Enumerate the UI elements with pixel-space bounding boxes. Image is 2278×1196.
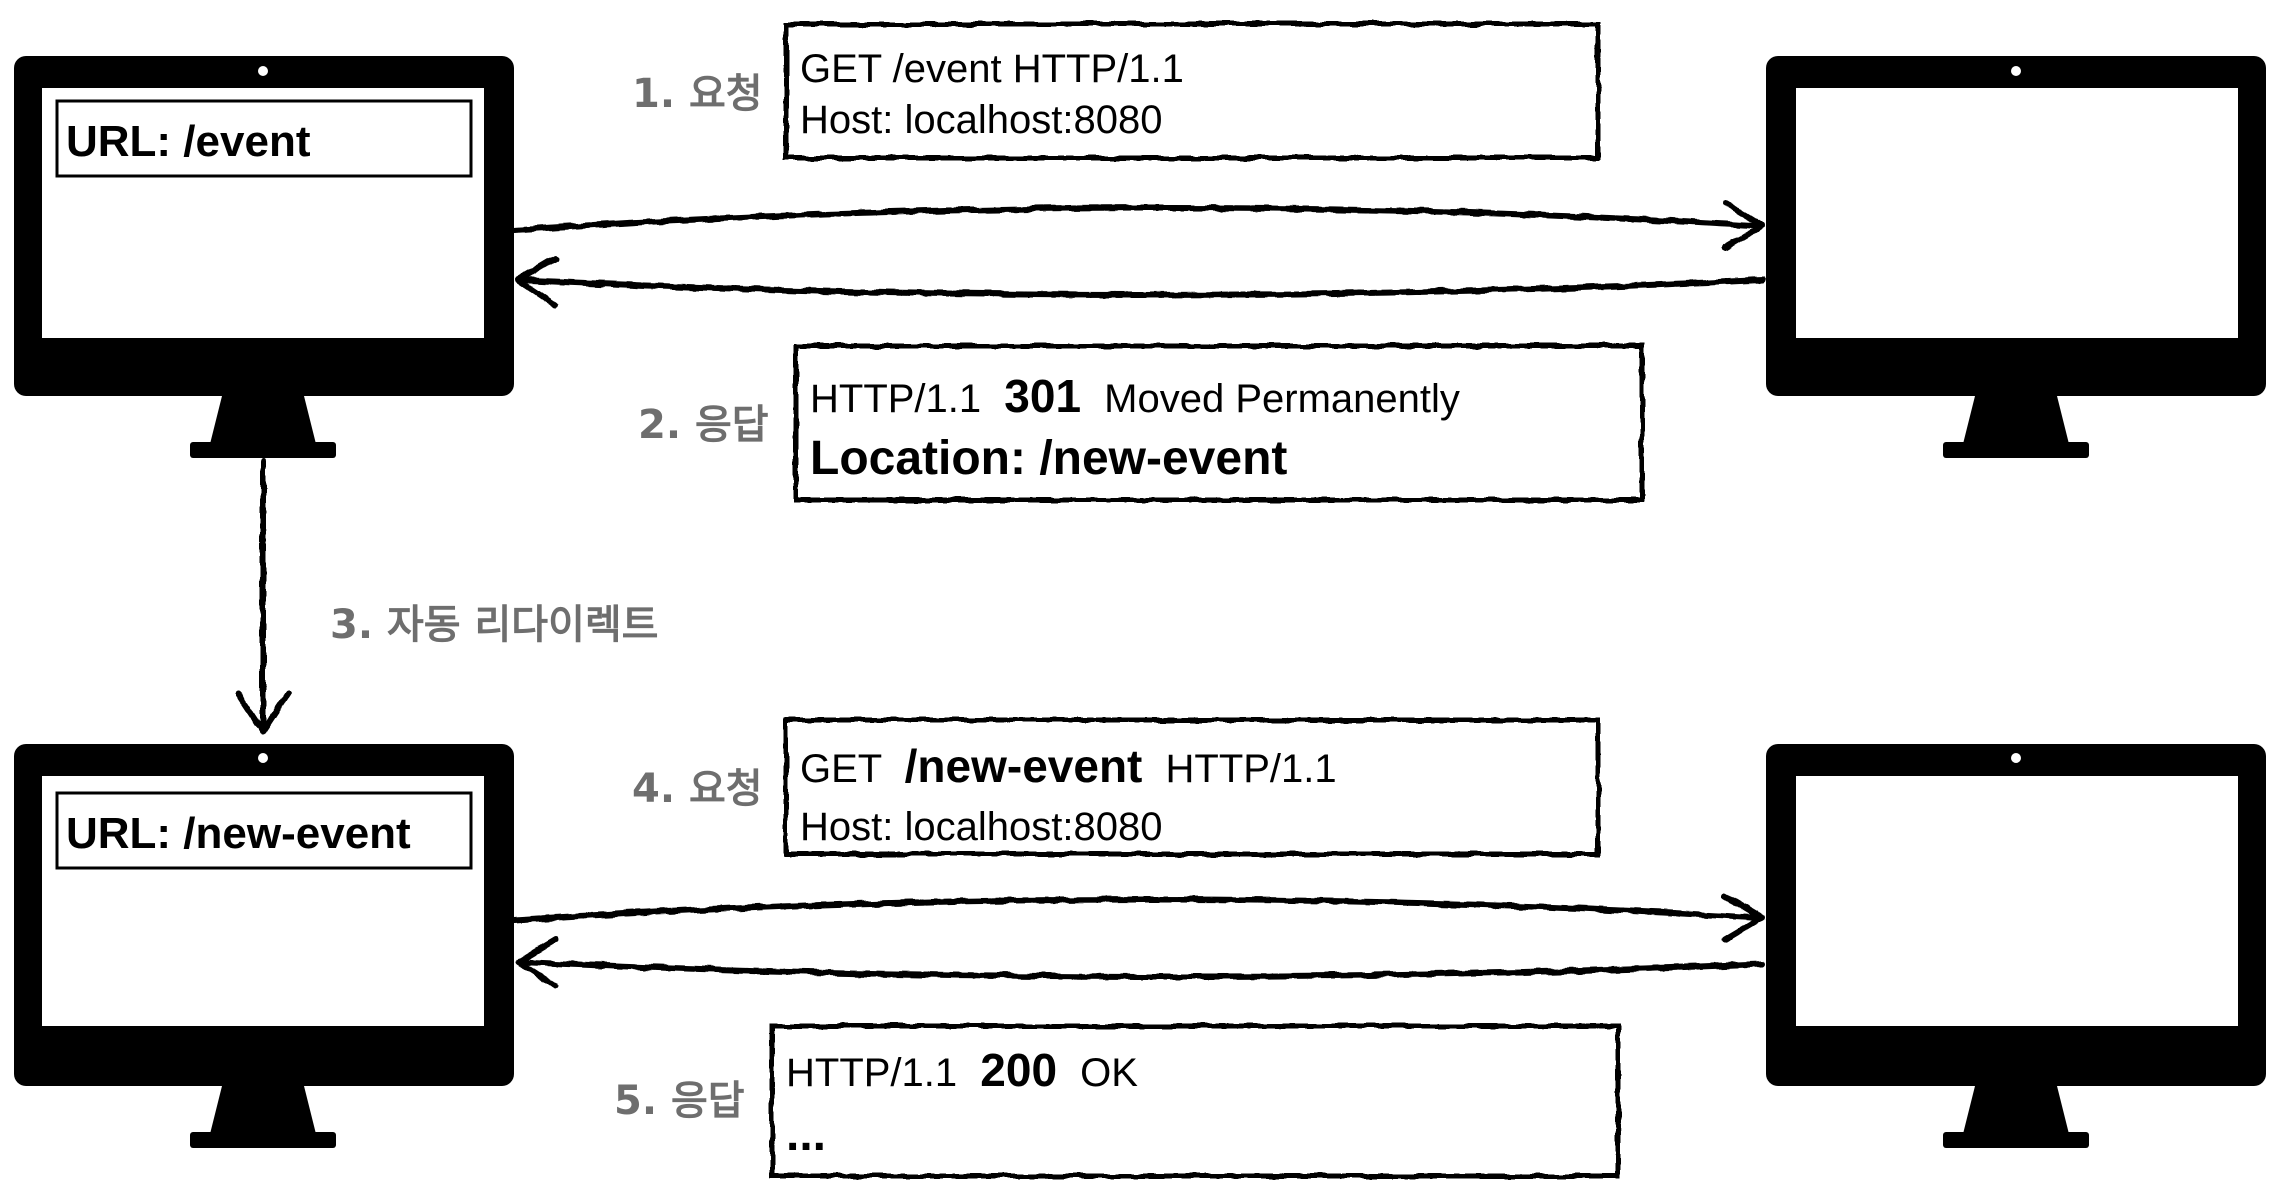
request-host-2: Host: localhost:8080 — [800, 805, 1162, 849]
status-line-2: HTTP/1.1 200 OK — [786, 1044, 1138, 1096]
monitor-stand — [1963, 396, 2069, 444]
url-text: URL: /event — [66, 117, 311, 166]
request-box-2 — [783, 717, 1601, 857]
status-line-1: HTTP/1.1 301 Moved Permanently — [810, 370, 1460, 422]
response-box-1 — [793, 343, 1645, 503]
response-body: ... — [786, 1108, 826, 1161]
response-arrowhead-1 — [515, 255, 558, 308]
step-label-request-1: 1. 요청 — [632, 71, 763, 117]
request-arrowhead-1 — [1722, 200, 1765, 251]
monitor-base — [190, 442, 336, 458]
status-prefix: HTTP/1.1 — [786, 1051, 957, 1095]
response-arrow-1 — [517, 277, 1765, 298]
status-prefix: HTTP/1.1 — [810, 377, 981, 421]
status-text: OK — [1080, 1051, 1138, 1095]
step-label-redirect: 3. 자동 리다이렉트 — [330, 602, 658, 648]
request-version: HTTP/1.1 — [1166, 747, 1337, 791]
server-monitor-bottom — [1766, 744, 2266, 1148]
status-code: 301 — [1004, 370, 1081, 422]
request-path: /new-event — [905, 740, 1143, 792]
monitor-base — [1943, 1132, 2089, 1148]
response-arrow-2 — [517, 959, 1765, 980]
request-method: GET — [800, 747, 882, 791]
client-monitor-bottom: URL: /new-event — [14, 744, 514, 1148]
monitor-stand — [210, 396, 316, 444]
status-code: 200 — [980, 1044, 1057, 1096]
client-monitor-top: URL: /event — [14, 56, 514, 458]
request-arrow-2 — [511, 896, 1763, 923]
request-box-1 — [783, 21, 1601, 161]
response-box-2 — [769, 1023, 1621, 1179]
step-label-response-1: 2. 응답 — [638, 402, 769, 448]
monitor-base — [1943, 442, 2089, 458]
camera-dot — [2011, 753, 2021, 763]
redirect-arrowhead — [235, 691, 291, 735]
request-line-1: GET /event HTTP/1.1 — [800, 47, 1184, 91]
server-monitor-top — [1766, 56, 2266, 458]
monitor-stand — [210, 1086, 316, 1134]
status-text: Moved Permanently — [1104, 377, 1460, 421]
url-bar — [55, 99, 473, 178]
location-header: Location: /new-event — [810, 432, 1287, 485]
camera-dot — [258, 753, 268, 763]
url-bar — [55, 791, 473, 870]
camera-dot — [2011, 66, 2021, 76]
response-arrowhead-2 — [515, 937, 558, 989]
server-screen — [1796, 776, 2238, 1026]
request-line-2: GET /new-event HTTP/1.1 — [800, 740, 1337, 792]
step-label-request-2: 4. 요청 — [632, 766, 763, 812]
request-arrowhead-2 — [1722, 893, 1765, 943]
request-host-1: Host: localhost:8080 — [800, 98, 1162, 142]
monitor-base — [190, 1132, 336, 1148]
request-arrow-1 — [511, 204, 1763, 233]
step-label-response-2: 5. 응답 — [614, 1078, 745, 1124]
camera-dot — [258, 66, 268, 76]
url-text: URL: /new-event — [66, 809, 411, 858]
monitor-stand — [1963, 1086, 2069, 1134]
server-screen — [1796, 88, 2238, 338]
